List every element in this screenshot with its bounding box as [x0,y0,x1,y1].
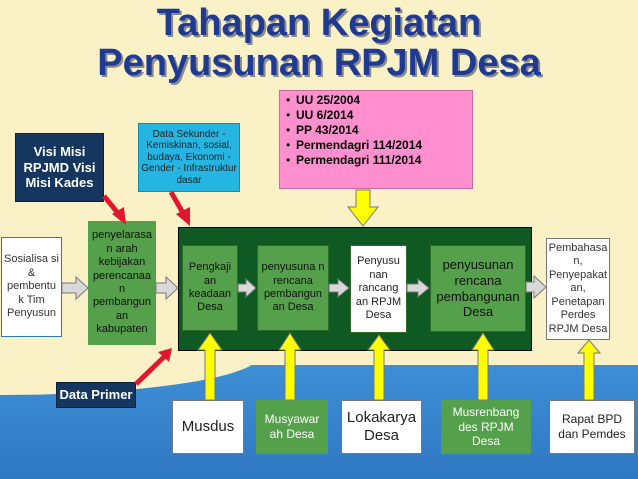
regulations-box: UU 25/2004UU 6/2014PP 43/2014Permendagri… [279,90,473,189]
pembahasan-box: Pembahasa n, Penyepakat an, Penetapan Pe… [546,238,610,340]
musyawarah-box: Musyawar ah Desa [256,400,328,454]
penyelarasan-box: penyelarasa n arah kebijakan perencanaa … [88,221,156,345]
penyusunan-rencana-box: penyusuna n rencana pembangun an Desa [257,245,329,331]
pengkajian-box: Pengkaji an keadaan Desa [182,245,238,331]
lokakarya-box: Lokakarya Desa [341,400,422,454]
data-primer-box: Data Primer [56,382,136,408]
regulation-item: PP 43/2014 [286,123,422,138]
sosialisasi-box: Sosialisa si & pembentu k Tim Penyusun [1,237,62,337]
penyusunan-rencana-big-box: penyusunan rencana pembangunan Desa [430,245,526,332]
regulation-item: Permendagri 111/2014 [286,153,422,168]
regulation-item: Permendagri 114/2014 [286,138,422,153]
page-title-line1: Tahapan Kegiatan [156,2,482,44]
musrenbang-box: Musrenbang des RPJM Desa [441,400,531,454]
musdus-box: Musdus [172,400,244,454]
visi-misi-box: Visi Misi RPJMD Visi Misi Kades [15,133,104,202]
rapat-box: Rapat BPD dan Pemdes [549,400,635,454]
penyusunan-rancangan-box: Penyusu nan rancang an RPJM Desa [350,245,407,333]
data-sekunder-box: Data Sekunder - Kemiskinan, sosial, buda… [138,123,240,192]
regulation-item: UU 25/2004 [286,93,422,108]
regulations-list: UU 25/2004UU 6/2014PP 43/2014Permendagri… [286,93,422,168]
regulation-item: UU 6/2014 [286,108,422,123]
page-title-line2: Penyusunan RPJM Desa [97,42,541,84]
